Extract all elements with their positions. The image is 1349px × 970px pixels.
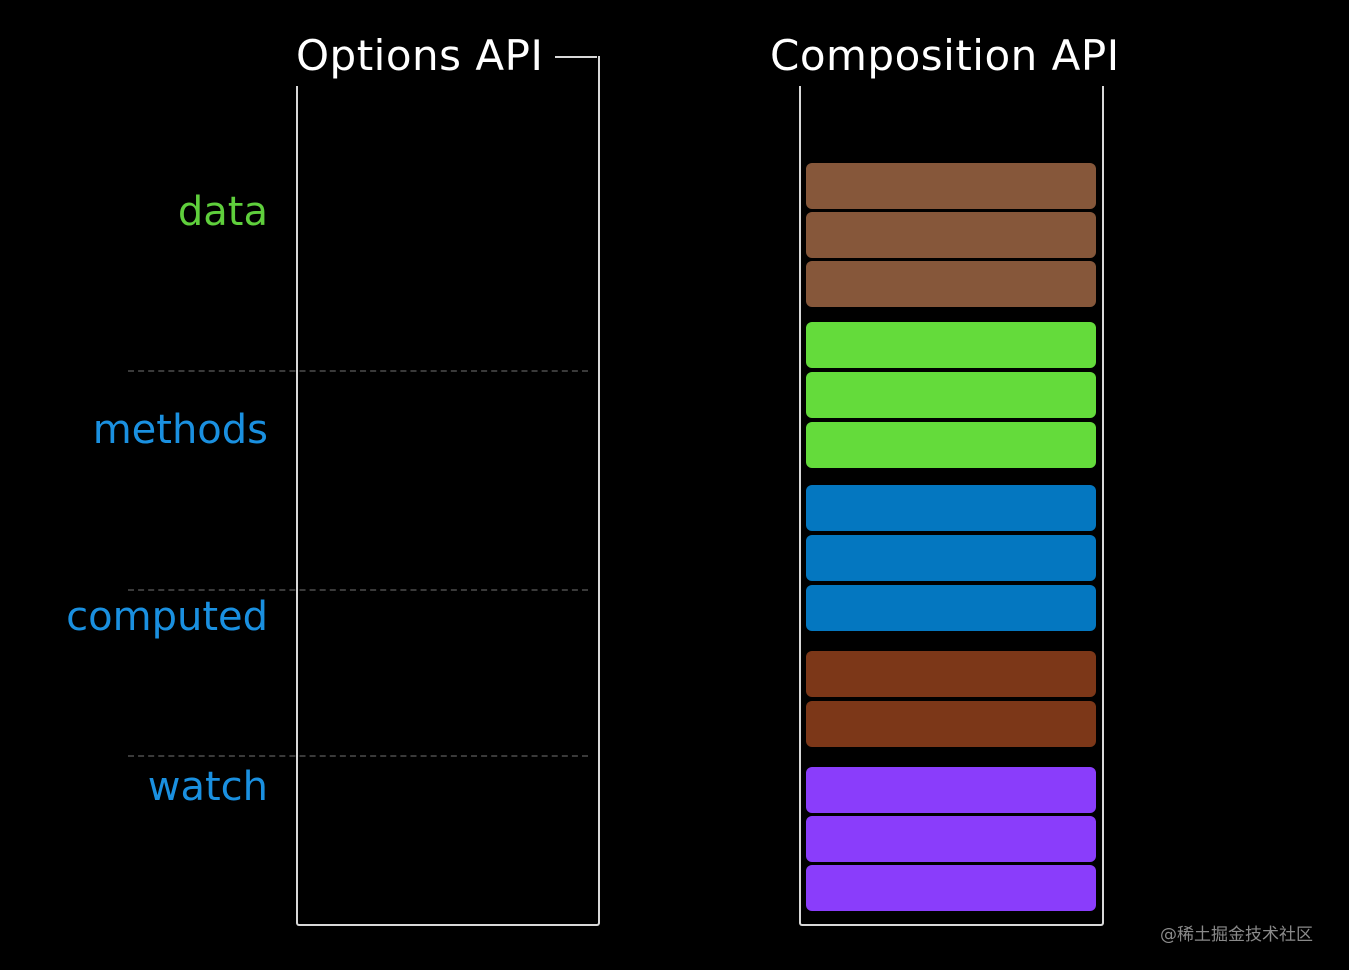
section-divider <box>128 589 588 591</box>
composition-api-title: Composition API <box>770 31 1120 80</box>
composition-block <box>806 651 1096 697</box>
composition-block <box>806 485 1096 531</box>
options-api-container <box>296 86 600 926</box>
composition-api-container <box>799 86 1104 926</box>
composition-block <box>806 816 1096 862</box>
section-label-computed: computed <box>66 594 268 640</box>
section-divider <box>128 370 588 372</box>
composition-block <box>806 322 1096 368</box>
composition-block <box>806 372 1096 418</box>
composition-block <box>806 212 1096 258</box>
options-container-right-top <box>598 56 600 86</box>
composition-block <box>806 767 1096 813</box>
section-label-watch: watch <box>147 764 268 810</box>
section-divider <box>128 755 588 757</box>
composition-block <box>806 163 1096 209</box>
options-api-title: Options API <box>296 31 544 80</box>
composition-block <box>806 865 1096 911</box>
composition-block <box>806 535 1096 581</box>
section-label-data: data <box>177 189 268 235</box>
composition-block <box>806 585 1096 631</box>
composition-block <box>806 422 1096 468</box>
composition-block <box>806 261 1096 307</box>
options-title-connector <box>555 56 597 58</box>
section-label-methods: methods <box>92 407 268 453</box>
watermark: @稀土掘金技术社区 <box>1160 925 1313 945</box>
composition-block <box>806 701 1096 747</box>
